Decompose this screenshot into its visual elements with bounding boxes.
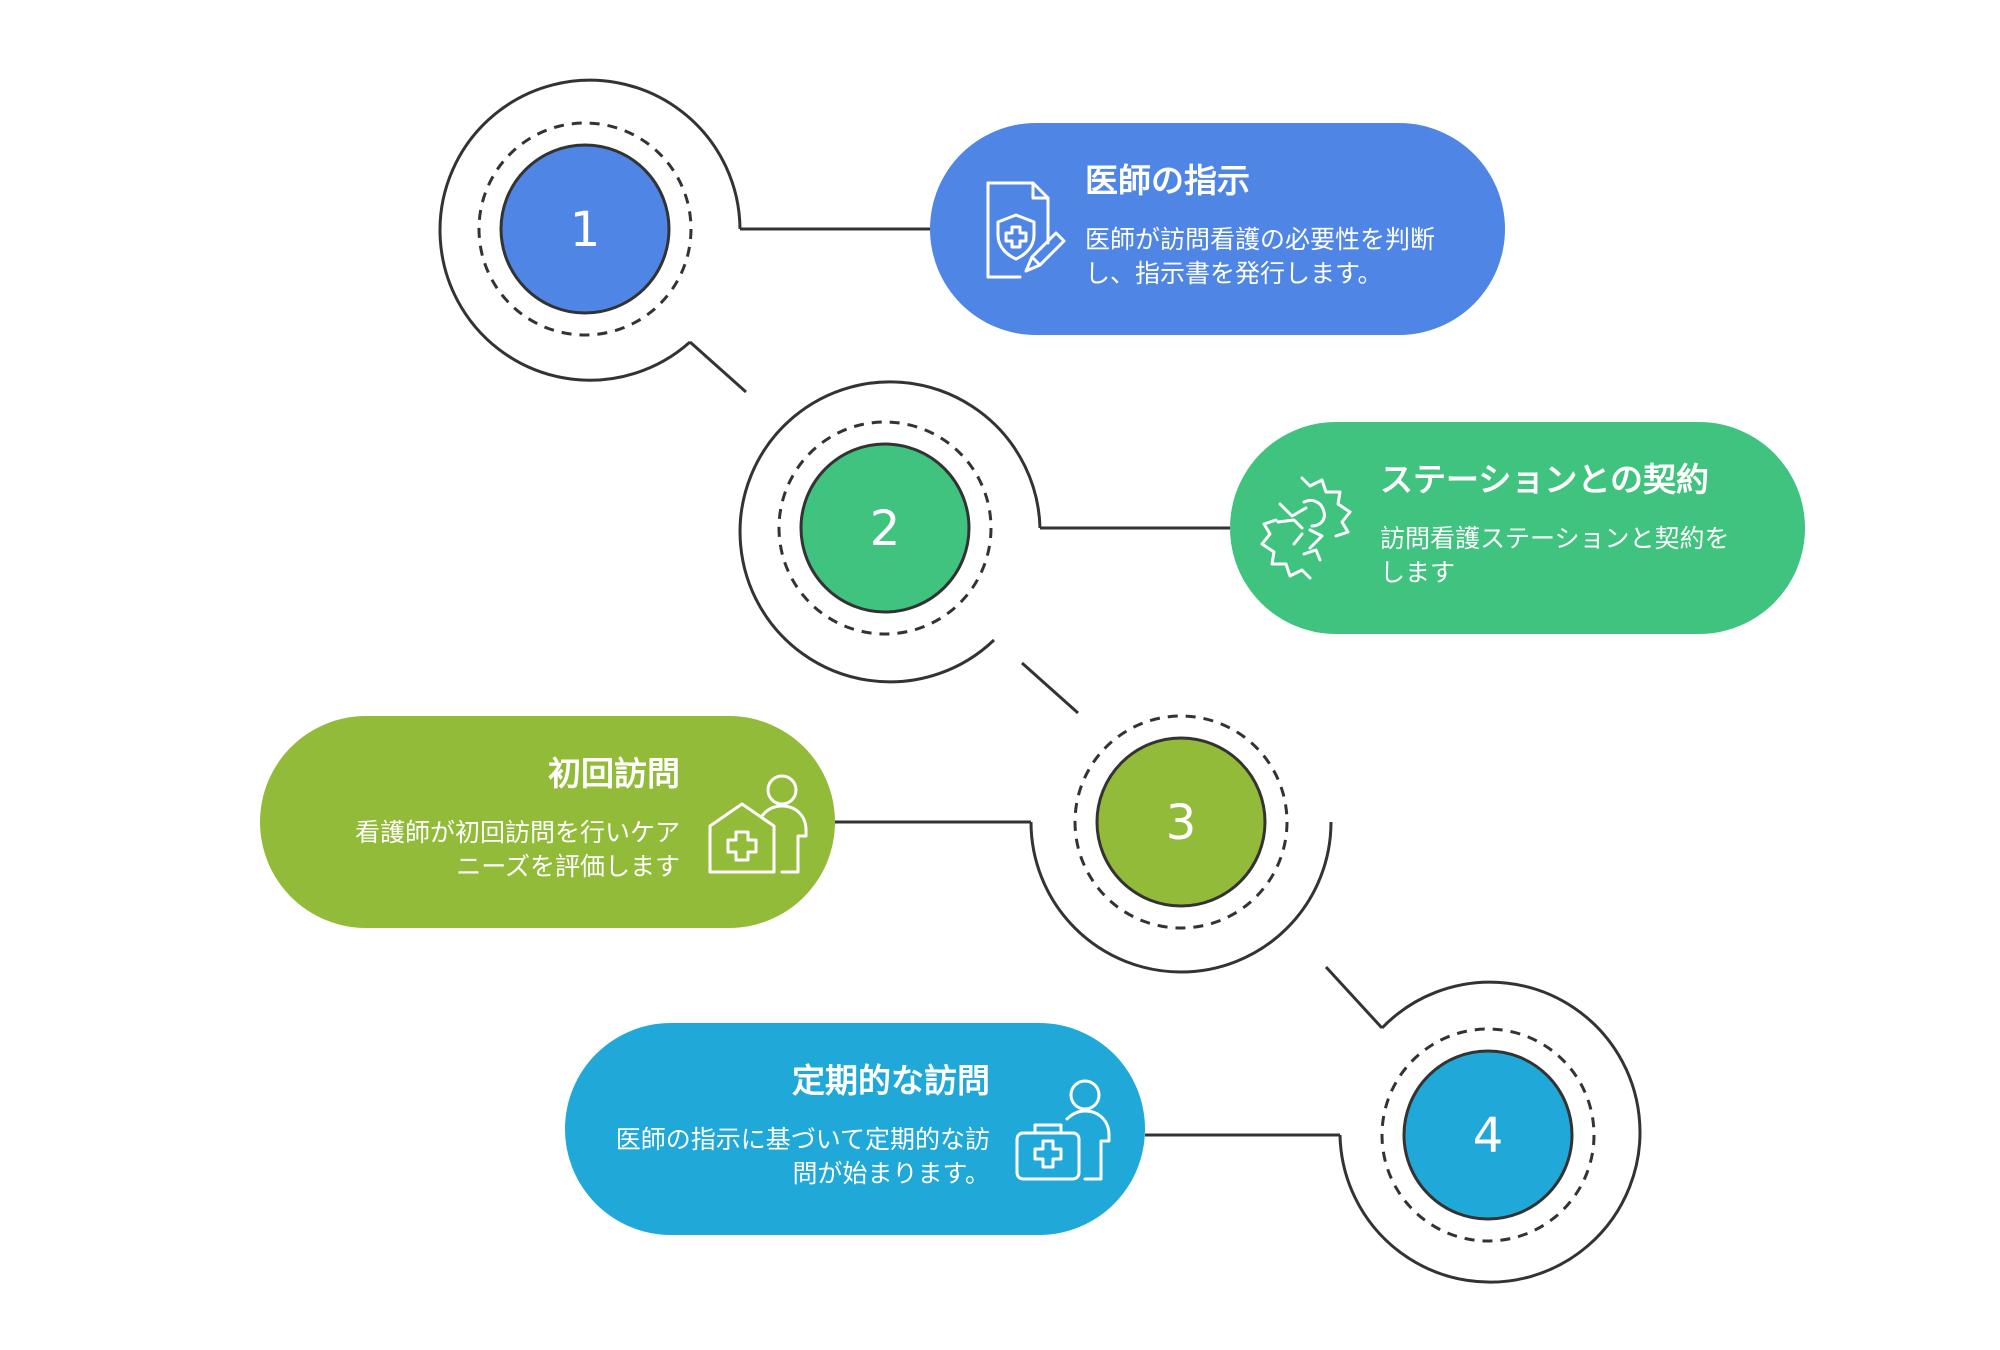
step-1-dashed-ring — [477, 121, 693, 337]
step-4-dashed-ring — [1380, 1027, 1596, 1243]
medical-bag-person-icon — [1015, 1079, 1111, 1181]
link-2-3 — [1021, 661, 1079, 715]
step-1-number: 1 — [570, 202, 601, 258]
step-3-card: 初回訪問 看護師が初回訪問を行いケアニーズを評価します — [260, 716, 835, 928]
link-3-4 — [1324, 965, 1384, 1030]
step-2-number: 2 — [870, 501, 901, 557]
step-3-description: 看護師が初回訪問を行いケアニーズを評価します — [354, 818, 680, 881]
step-2-card: ステーションとの契約 訪問看護ステーションと契約をします — [1230, 422, 1805, 634]
step-1-outer-ring — [438, 78, 742, 382]
step-1-card: 医師の指示 医師が訪問看護の必要性を判断し、指示書を発行します。 — [930, 123, 1505, 335]
step-2-description: 訪問看護ステーションと契約をします — [1380, 524, 1730, 587]
step-1-description: 医師が訪問看護の必要性を判断し、指示書を発行します。 — [1085, 225, 1436, 288]
step-1-circle — [499, 143, 671, 315]
step-3-title: 初回訪問 — [548, 754, 680, 793]
step-3-outer-ring — [1029, 821, 1333, 974]
step-4-outer-ring — [1338, 980, 1642, 1284]
step-4-number: 4 — [1473, 1108, 1504, 1164]
step-3-number: 3 — [1166, 795, 1197, 851]
step-3-dashed-ring — [1073, 714, 1289, 930]
step-4-circle — [1402, 1049, 1574, 1221]
step-4-description: 医師の指示に基づいて定期的な訪問が始まります。 — [615, 1125, 990, 1188]
step-3-circle — [1095, 736, 1267, 908]
step-2-title: ステーションとの契約 — [1380, 460, 1710, 499]
house-medical-person-icon — [708, 774, 808, 874]
step-1-title: 医師の指示 — [1085, 161, 1250, 200]
step-2-outer-ring — [738, 380, 1042, 684]
medical-document-pen-icon — [986, 181, 1066, 279]
step-4-card: 定期的な訪問 医師の指示に基づいて定期的な訪問が始まります。 — [565, 1023, 1145, 1235]
step-4-title: 定期的な訪問 — [792, 1061, 990, 1100]
link-1-2 — [689, 340, 747, 394]
step-2-circle — [799, 442, 971, 614]
handshake-icon — [1260, 476, 1352, 580]
step-2-dashed-ring — [777, 420, 993, 636]
